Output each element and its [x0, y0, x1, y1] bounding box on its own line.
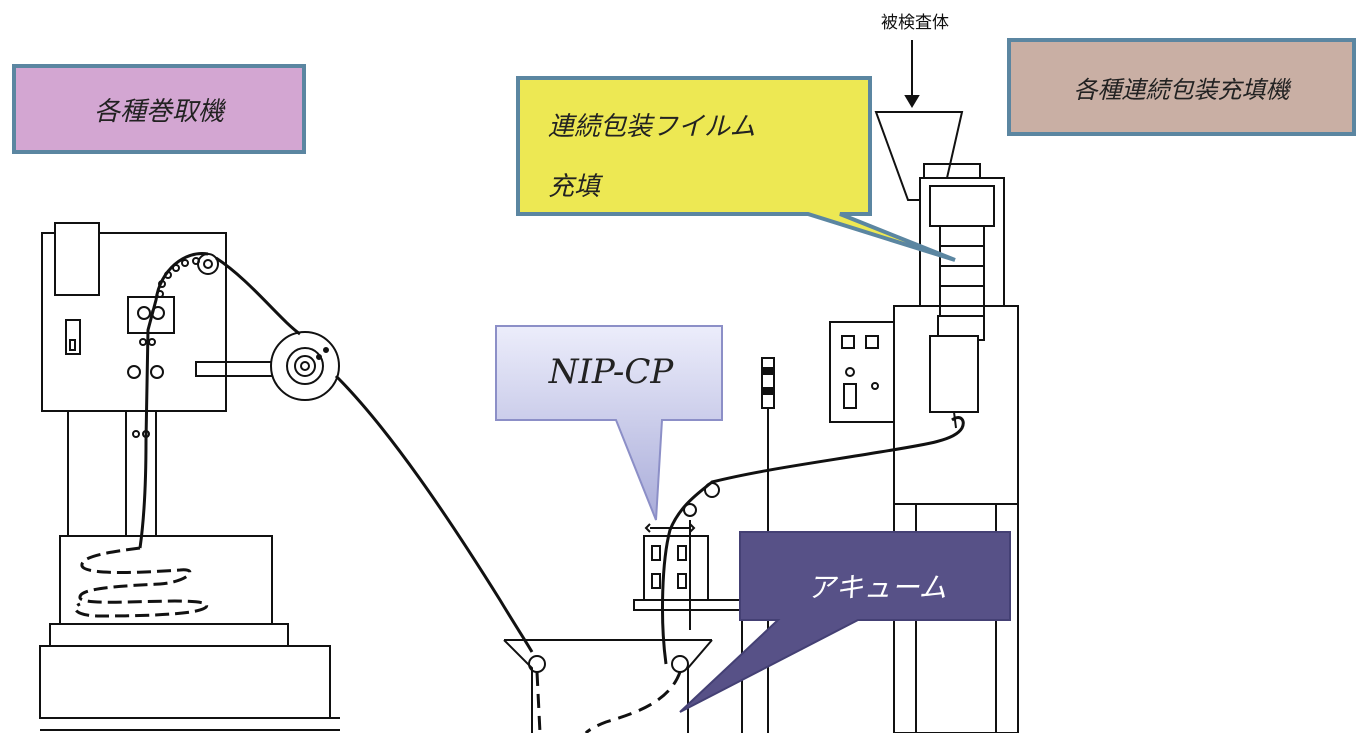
accumulator-bin [503, 639, 713, 733]
winding-machines-label: 各種巻取機 [12, 64, 306, 154]
nip-cp-callout [495, 325, 723, 521]
winding-machine [39, 222, 340, 731]
detected-object-label: 被検査体 [881, 13, 949, 33]
film-callout [516, 76, 956, 262]
filling-machines-label: 各種連続包装充填機 [1007, 38, 1356, 136]
film-callout-line1: 連続包装フイルム [548, 112, 756, 142]
accumulator-callout [679, 531, 1011, 713]
filling-machine [829, 40, 1019, 733]
film-callout-line2: 充填 [548, 172, 601, 202]
nip-cp-label: NIP-CP [548, 352, 674, 392]
accumulator-label: アキューム [807, 571, 947, 604]
